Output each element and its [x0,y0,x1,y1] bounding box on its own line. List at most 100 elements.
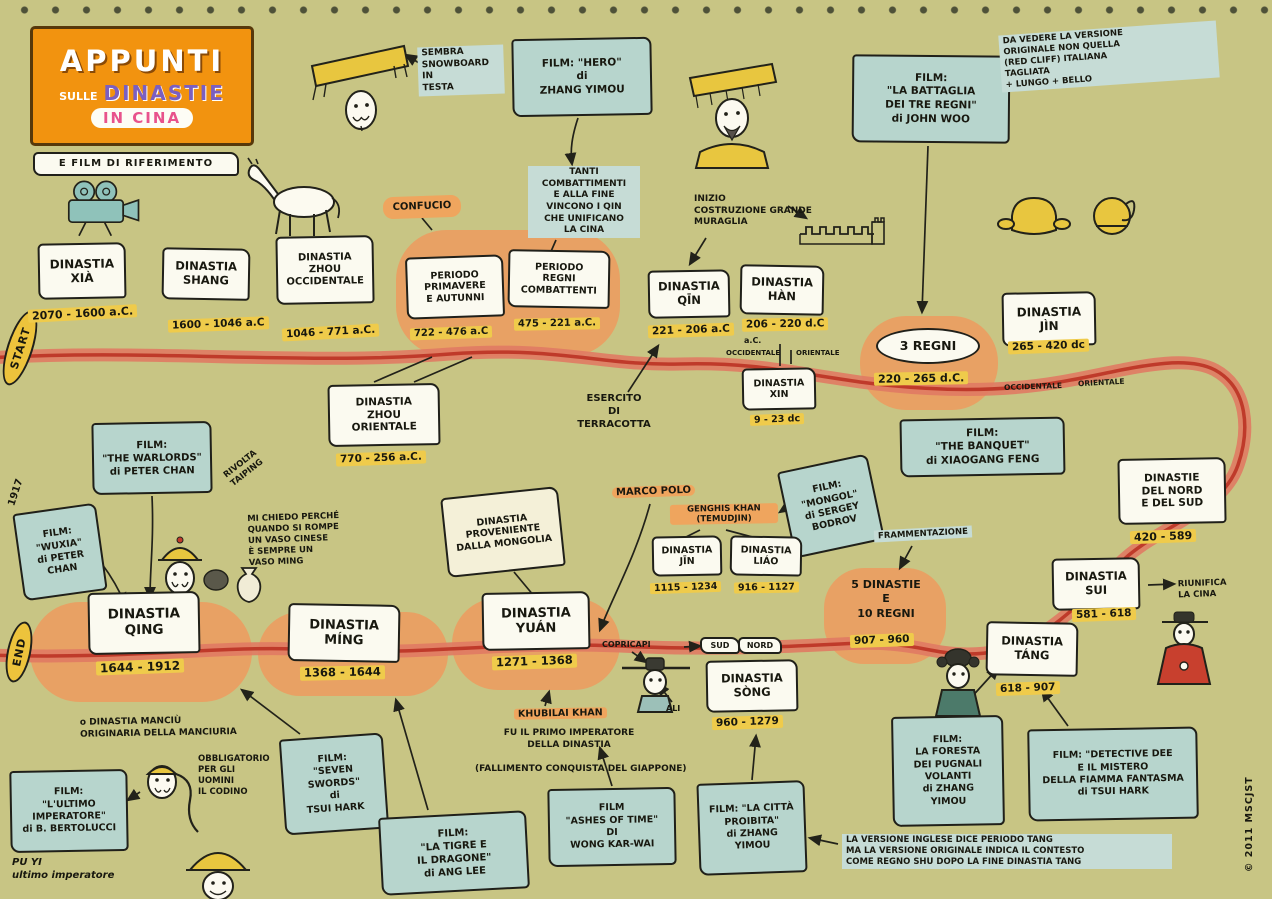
line-confucio-to-blob [421,217,433,231]
arrow-frammentazione [898,545,913,571]
dynasty-sui-box: DINASTIA SUI [1051,557,1141,611]
note-copricapi: COPRICAPI [602,640,651,649]
film-hero-box: FILM: "HERO" di ZHANG YIMOU [511,36,653,118]
note-manciu: o DINASTIA MANCIÙ ORIGINARIA DELLA MANCI… [79,715,237,740]
emperor-crown-drawing [688,62,778,169]
lines-zhou-orientale [373,356,473,383]
cinque-dinastie-label: 5 DINASTIE E 10 REGNI [851,578,921,620]
arrow-sevenswords-to-qing [239,688,301,735]
dynasty-qin-box: DINASTIA QĪN [647,269,731,319]
dynasty-sui-date: 581 - 618 [1071,606,1136,622]
arrow-detective-to-tang [1040,687,1069,727]
tre-regni-date: 220 - 265 d.C. [873,371,969,387]
film-seven-swords-box: FILM: "SEVEN SWORDS" di TSUI HARK [278,732,390,836]
film-warlords-box: FILM: "THE WARLORDS" di PETER CHAN [91,420,213,496]
arrow-muraglia-to-qin [688,237,707,267]
tre-regni-oval: 3 REGNI [876,328,980,364]
dynasty-zhou-orientale-box: DINASTIA ZHOU ORIENTALE [327,383,441,447]
movie-camera-icon [67,180,140,237]
song-winged-hat-figure [622,657,690,713]
note-riunifica: RIUNIFICA LA CINA [1177,577,1227,601]
note-puyi: PU YI ultimo imperatore [12,857,115,881]
periodo-regni-combattenti-box: PERIODO REGNI COMBATTENTI [507,249,611,309]
note-esercito-terracotta: ESERCITO DI TERRACOTTA [577,393,651,430]
khubilai-khan-label: KHUBILAI KHAN [513,707,607,720]
arrow-hero-to-note [564,117,579,167]
note-snowboard: SEMBRA SNOWBOARD IN TESTA [417,44,505,97]
note-ali: ALI [666,704,681,713]
note-muraglia: INIZIO COSTRUZIONE GRANDE MURAGLIA [694,194,812,228]
film-ashes-of-time-box: FILM "ASHES OF TIME" DI WONG KAR-WAI [547,786,677,868]
dynasty-jin-jurchen-box: DINASTIA JĪN [651,535,723,577]
mongolia-origin-box: DINASTIA PROVENIENTE DALLA MONGOLIA [440,486,566,578]
song-sud-nord-labels: SUD NORD [700,637,782,654]
arrow-codino-to-film [125,788,141,802]
film-foresta-pugnali-box: FILM: LA FORESTA DEI PUGNALI VOLANTI di … [891,715,1005,827]
dynasty-ming-date: 1368 - 1644 [299,664,385,681]
note-tang-versione: LA VERSIONE INGLESE DICE PERIODO TANG MA… [842,834,1172,870]
dynasty-tang-box: DINASTIA TÁNG [985,621,1079,677]
braided-queue-man-drawing [145,765,199,833]
arrow-warlords-to-qing [144,495,156,601]
dynasty-han-date: 206 - 220 d.C [741,317,829,332]
dynasty-liao-box: DINASTIA LIÁO [729,535,803,577]
dynasty-xin-box: DINASTIA XIN [741,367,817,411]
title-card: APPUNTI SULLE DINASTIE IN CINA [30,26,254,146]
song-nord-label: NORD [738,637,782,654]
arrow-ashes-up [597,745,613,787]
confucio-label: CONFUCIO [382,194,462,220]
arrow-khubilai-to-yuan [540,689,552,707]
dynasty-han-box: DINASTIA HÀN [739,264,825,316]
arrow-marcopolo-to-yuan [598,503,651,633]
arrow-johnwoo-to-treregni [916,145,929,315]
title-line2: SULLE DINASTIE [59,81,225,105]
dynasty-ming-box: DINASTIA MÍNG [287,603,401,663]
film-detective-dee-box: FILM: "DETECTIVE DEE E IL MISTERO DELLA … [1027,726,1199,822]
arrow-sui-to-riunifica [1147,578,1177,591]
film-ultimo-imperatore-box: FILM: "L'ULTIMO IMPERATORE" di B. BERTOL… [9,768,129,854]
film-tigre-dragone-box: FILM: "LA TIGRE E IL DRAGONE" di ANG LEE [378,810,530,896]
song-sud-label: SUD [700,637,740,654]
arrow-tangnote-left [807,834,839,847]
dynasty-xin-date: 9 - 23 dc [749,413,805,427]
periodo-regni-combattenti-date: 475 - 221 a.C. [513,317,601,331]
ming-vase-drawing [236,567,262,603]
film-banquet-box: FILM: "THE BANQUET" di XIAOGANG FENG [899,416,1066,478]
credit-signature: © 2011 MSCJST [1244,776,1255,872]
red-robe-emperor-figure [1156,611,1212,685]
dynasty-song-date: 960 - 1279 [711,714,784,730]
cinque-dinastie-date: 907 - 960 [849,632,914,648]
official-hats-drawing [997,196,1136,235]
notebook-binding-dots [0,3,1272,15]
dynasty-tang-date: 618 - 907 [995,680,1060,696]
arrow-esercito-to-qin [627,343,660,393]
note-khubilai-body: FU IL PRIMO IMPERATORE DELLA DINASTIA [503,728,635,750]
arrow-to-sud-nord [683,640,703,653]
dinastie-nord-sud-date: 420 - 589 [1129,528,1197,545]
han-date-note: a.C. [744,336,762,345]
note-qin-unificano: TANTI COMBATTIMENTI E ALLA FINE VINCONO … [528,166,640,239]
dynasty-xia-box: DINASTIA XIÀ [37,242,127,300]
genghis-khan-label: GENGHIS KHAN (TEMUDJIN) [669,503,779,525]
qing-official-drawing [158,536,229,595]
arrow-copricapi-to-figure [631,650,649,664]
title-word-in-cina: IN CINA [90,108,194,128]
note-giappone: (FALLIMENTO CONQUISTA DEL GIAPPONE) [475,764,687,774]
dinastie-nord-sud-box: DINASTIE DEL NORD E DEL SUD [1117,457,1227,525]
dynasty-qing-box: DINASTIA QING [87,591,201,655]
dynasty-song-box: DINASTIA SÒNG [705,659,799,713]
title-word-dinastie: DINASTIE [103,81,225,105]
subtitle-box: E FILM DI RIFERIMENTO [33,152,239,176]
han-orientale-label: ORIENTALE [796,349,840,357]
arrow-muraglia-to-wall [787,205,809,220]
arrow-tigre-to-ming [393,697,429,811]
han-occidentale-label: OCCIDENTALE [726,349,781,357]
tre-regni-occidentale-label: OCCIDENTALE [1003,380,1063,393]
note-codino: OBBLIGATORIO PER GLI UOMINI IL CODINO [198,754,270,798]
tang-official-figure [934,648,982,717]
periodo-primavere-box: PERIODO PRIMAVERE E AUTUNNI [404,254,506,320]
title-word-appunti: APPUNTI [59,44,225,78]
great-wall-drawing [799,217,885,245]
film-wuxia-box: FILM: "WUXIA" di PETER CHAN [12,502,108,602]
